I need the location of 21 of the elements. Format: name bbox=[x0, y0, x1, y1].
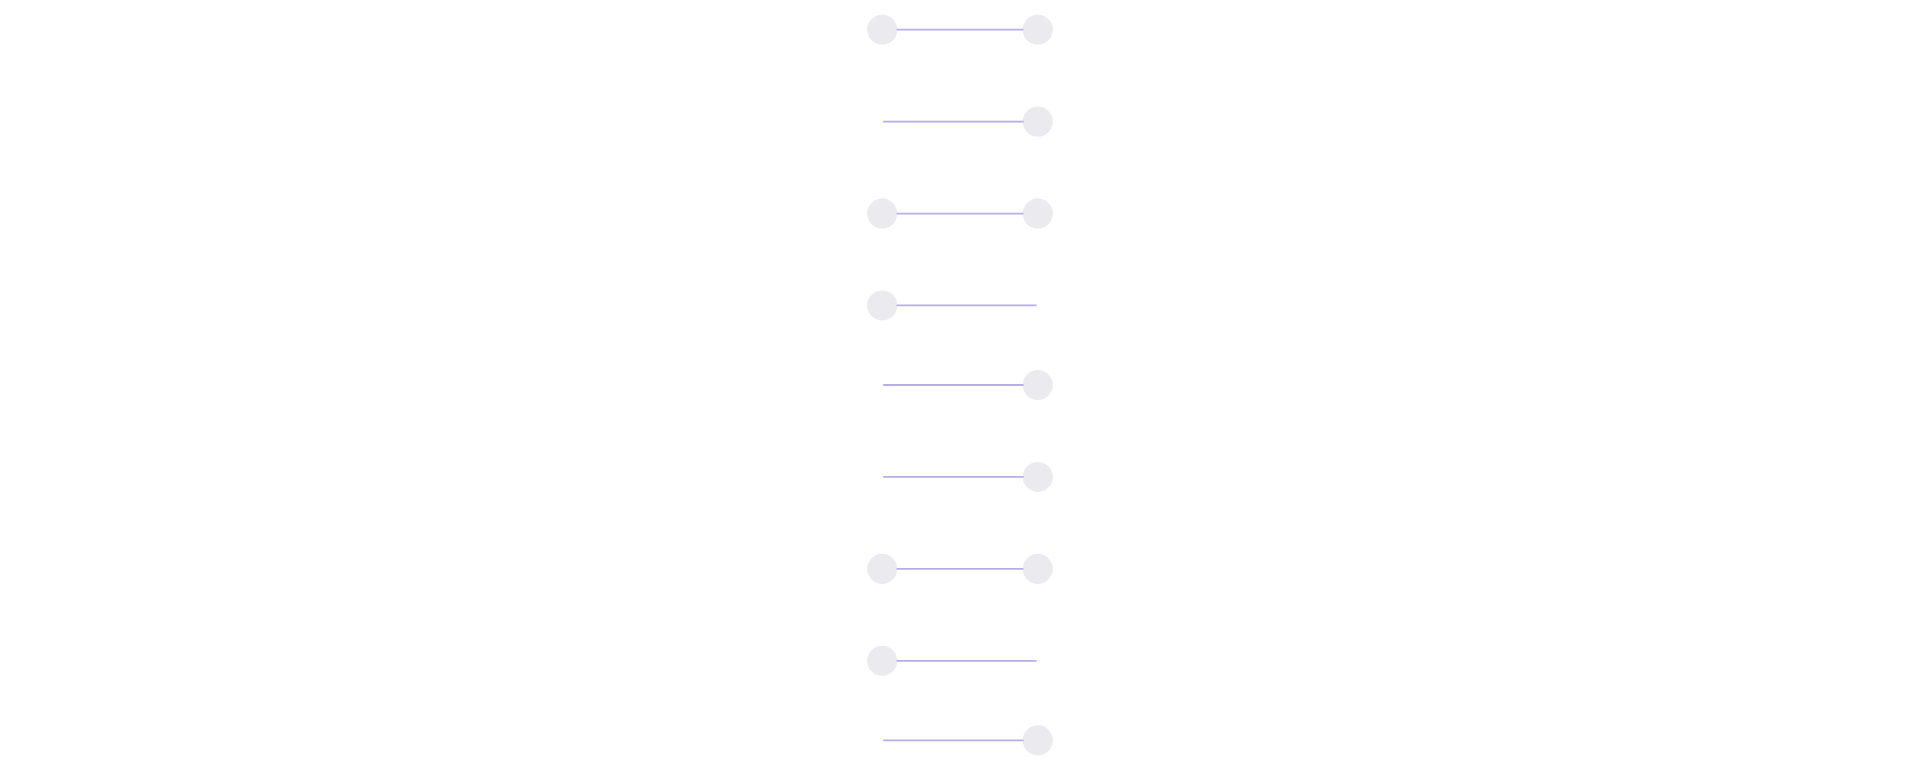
node-circle bbox=[867, 14, 898, 45]
node-circle bbox=[867, 645, 898, 676]
connector bbox=[895, 212, 1025, 215]
node-circle bbox=[1022, 198, 1053, 229]
node-circle bbox=[1022, 369, 1053, 401]
connector bbox=[895, 28, 1025, 31]
node-circle bbox=[1022, 14, 1053, 45]
node-circle bbox=[1022, 461, 1053, 492]
connector bbox=[882, 120, 1025, 123]
node-circle bbox=[1022, 553, 1053, 584]
connector bbox=[882, 739, 1025, 742]
connector bbox=[895, 304, 1038, 307]
connector bbox=[882, 384, 1025, 386]
node-circle bbox=[1022, 725, 1053, 756]
connector bbox=[882, 476, 1025, 478]
node-circle bbox=[1022, 106, 1053, 137]
node-circle bbox=[867, 553, 898, 584]
node-circle bbox=[867, 198, 898, 229]
node-circle bbox=[867, 290, 898, 321]
connector bbox=[895, 567, 1025, 570]
connector bbox=[895, 659, 1038, 662]
